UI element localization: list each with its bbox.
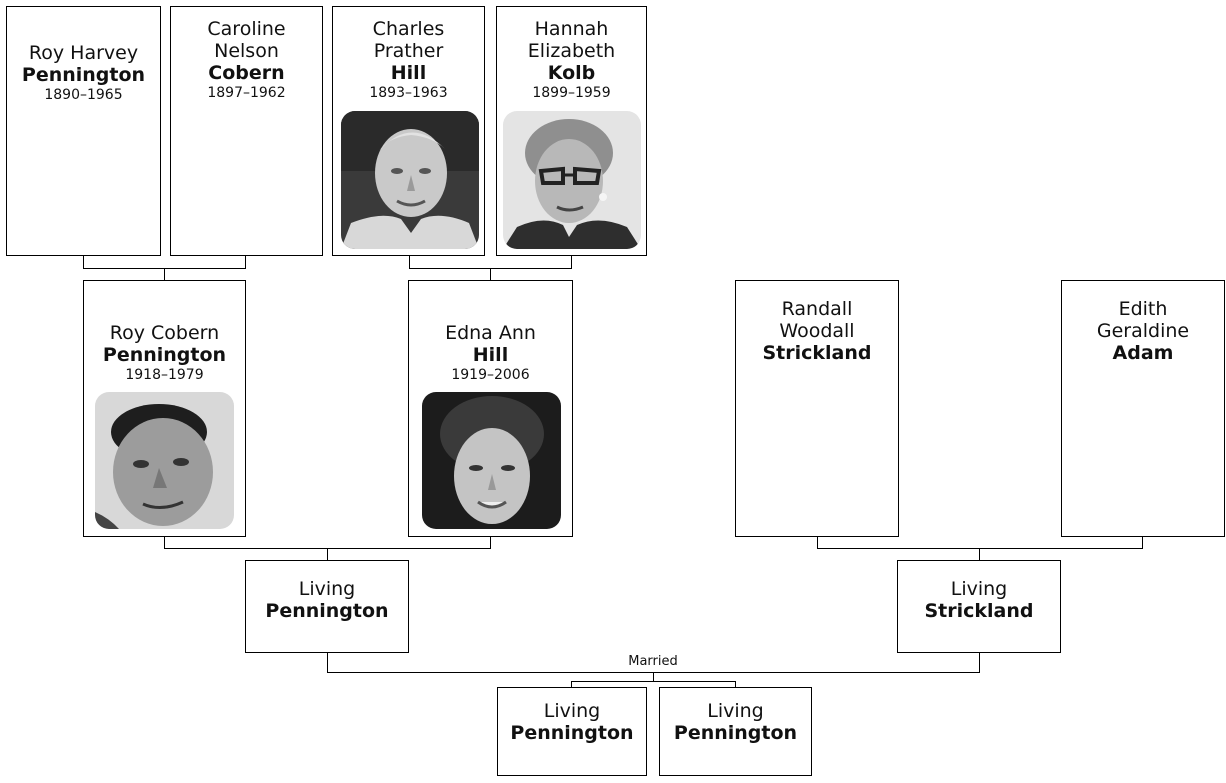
given-name: Living	[298, 578, 356, 600]
surname: Hill	[472, 344, 509, 366]
given-name: Living	[950, 578, 1008, 600]
portrait-older-woman-glasses[interactable]	[503, 111, 641, 249]
surname: Strickland	[924, 600, 1034, 622]
surname: Pennington	[510, 722, 634, 744]
portrait-man[interactable]	[95, 392, 234, 529]
given-name: Woodall	[779, 320, 855, 342]
given-name: Roy Harvey	[28, 42, 139, 64]
life-dates: 1890–1965	[44, 87, 123, 103]
person-card-edna-ann-hill[interactable]: Edna Ann Hill 1919–2006	[408, 280, 573, 537]
portrait-woman[interactable]	[422, 392, 561, 529]
married-label: Married	[628, 654, 678, 669]
person-card-child-1[interactable]: Living Pennington	[497, 687, 647, 776]
person-card-roy-harvey-pennington[interactable]: Roy Harvey Pennington 1890–1965	[6, 6, 161, 256]
given-name: Roy Cobern	[109, 322, 220, 344]
given-name: Elizabeth	[527, 40, 616, 62]
person-card-living-strickland[interactable]: Living Strickland	[897, 560, 1061, 653]
given-name: Living	[543, 700, 601, 722]
portrait-older-man[interactable]	[341, 111, 479, 249]
person-card-living-pennington[interactable]: Living Pennington	[245, 560, 409, 653]
given-name: Edna Ann	[445, 322, 536, 344]
person-card-charles-prather-hill[interactable]: Charles Prather Hill 1893–1963	[332, 6, 485, 256]
life-dates: 1899–1959	[532, 85, 611, 101]
person-card-child-2[interactable]: Living Pennington	[659, 687, 812, 776]
life-dates: 1918–1979	[125, 367, 204, 383]
surname: Strickland	[762, 342, 872, 364]
given-name: Prather	[373, 40, 444, 62]
surname: Pennington	[265, 600, 389, 622]
person-card-caroline-nelson-cobern[interactable]: Caroline Nelson Cobern 1897–1962	[170, 6, 323, 256]
surname: Cobern	[208, 62, 285, 84]
surname: Adam	[1112, 342, 1174, 364]
surname: Hill	[390, 62, 427, 84]
given-name: Edith	[1118, 298, 1168, 320]
given-name: Caroline	[207, 18, 286, 40]
life-dates: 1893–1963	[369, 85, 448, 101]
person-card-roy-cobern-pennington[interactable]: Roy Cobern Pennington 1918–1979	[83, 280, 246, 537]
surname: Kolb	[547, 62, 596, 84]
person-card-edith-geraldine-adam[interactable]: Edith Geraldine Adam	[1061, 280, 1225, 537]
surname: Pennington	[673, 722, 798, 744]
surname: Pennington	[21, 64, 146, 86]
life-dates: 1919–2006	[451, 367, 530, 383]
given-name: Geraldine	[1096, 320, 1190, 342]
person-card-randall-woodall-strickland[interactable]: Randall Woodall Strickland	[735, 280, 899, 537]
given-name: Living	[707, 700, 764, 722]
surname: Pennington	[102, 344, 227, 366]
given-name: Nelson	[214, 40, 279, 62]
given-name: Charles	[372, 18, 445, 40]
given-name: Randall	[781, 298, 853, 320]
given-name: Hannah	[534, 18, 609, 40]
life-dates: 1897–1962	[207, 85, 286, 101]
person-card-hannah-elizabeth-kolb[interactable]: Hannah Elizabeth Kolb 1899–1959	[496, 6, 647, 256]
